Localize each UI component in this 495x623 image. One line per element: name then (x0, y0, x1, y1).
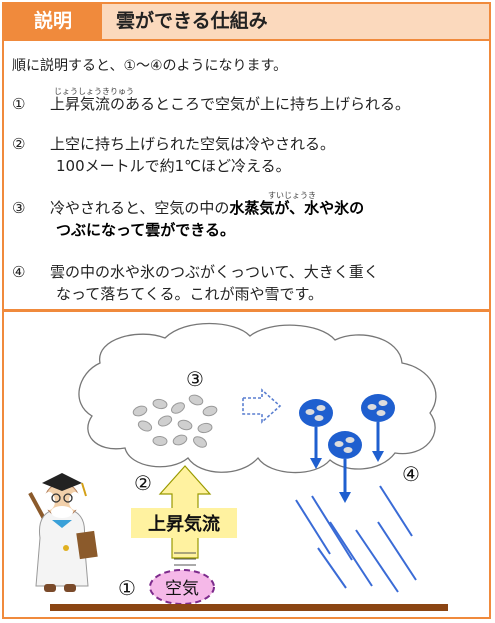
step-number: ① (12, 95, 26, 113)
label-1: ① (118, 576, 136, 600)
step-2: ② 上空に持ち上げられた空気は冷やされる。 100メートルで約1℃ほど冷える。 (12, 133, 482, 179)
step-number: ③ (12, 199, 26, 217)
cloud-diagram: ③ ④ (28, 322, 448, 611)
step-text: 上昇気流のあるところで空気が上に持ち上げられる。 (50, 95, 411, 113)
air-bubble (149, 569, 215, 605)
professor-character-icon (28, 473, 98, 592)
step-number: ② (12, 135, 26, 153)
furigana: すいじょうき (268, 191, 316, 200)
air-label: 空気 (165, 579, 199, 599)
card-header: 説明 雲ができる仕組み (4, 4, 489, 41)
step-text-bold: 水蒸気が、水や氷の (229, 199, 365, 217)
label-3: ③ (186, 367, 204, 391)
label-4: ④ (402, 462, 420, 486)
explanation-text: 順に説明すると、①～④のようになります。 ① じょうしょうきりゅう 上昇気流のあ… (4, 41, 489, 309)
updraft-label: 上昇気流 (148, 513, 220, 535)
ground-line (50, 604, 448, 611)
intro-text: 順に説明すると、①～④のようになります。 (12, 58, 288, 74)
raindrop-2 (361, 394, 395, 462)
step-text-line2: 100メートルで約1℃ほど冷える。 (56, 157, 291, 175)
card-title: 雲ができる仕組み (116, 10, 268, 32)
water-particles (132, 394, 218, 448)
section-divider (4, 309, 489, 312)
transition-arrow-icon (242, 388, 282, 424)
furigana: じょうしょうきりゅう (54, 87, 134, 96)
step-4: ④ 雲の中の水や氷のつぶがくっついて、大きく重く なって落ちてくる。これが雨や雪… (12, 261, 482, 307)
explanation-card: 説明 雲ができる仕組み 順に説明すると、①～④のようになります。 ① じょうしょ… (2, 2, 491, 619)
step-text: 冷やされると、空気の中の水蒸気が、水や氷の (50, 197, 364, 219)
step-text: 上空に持ち上げられた空気は冷やされる。 (50, 135, 336, 153)
step-text-line2: つぶになって雲ができる。 (56, 221, 235, 239)
raindrop-3 (328, 431, 362, 503)
raindrop-1 (299, 399, 333, 469)
explanation-tag: 説明 (4, 4, 102, 39)
step-1: ① じょうしょうきりゅう 上昇気流のあるところで空気が上に持ち上げられる。 (12, 87, 482, 117)
step-text: 雲の中の水や氷のつぶがくっついて、大きく重く (50, 263, 379, 281)
step-text-plain: 冷やされると、空気の中の (50, 199, 230, 217)
updraft-label-bg (131, 508, 237, 538)
rain-lines (295, 485, 417, 593)
step-number: ④ (12, 263, 26, 281)
step-3: ③ すいじょうき 冷やされると、空気の中の水蒸気が、水や氷の つぶになって雲がで… (12, 191, 482, 243)
label-2: ② (134, 471, 152, 495)
step-text-line2: なって落ちてくる。これが雨や雪です。 (56, 285, 324, 303)
